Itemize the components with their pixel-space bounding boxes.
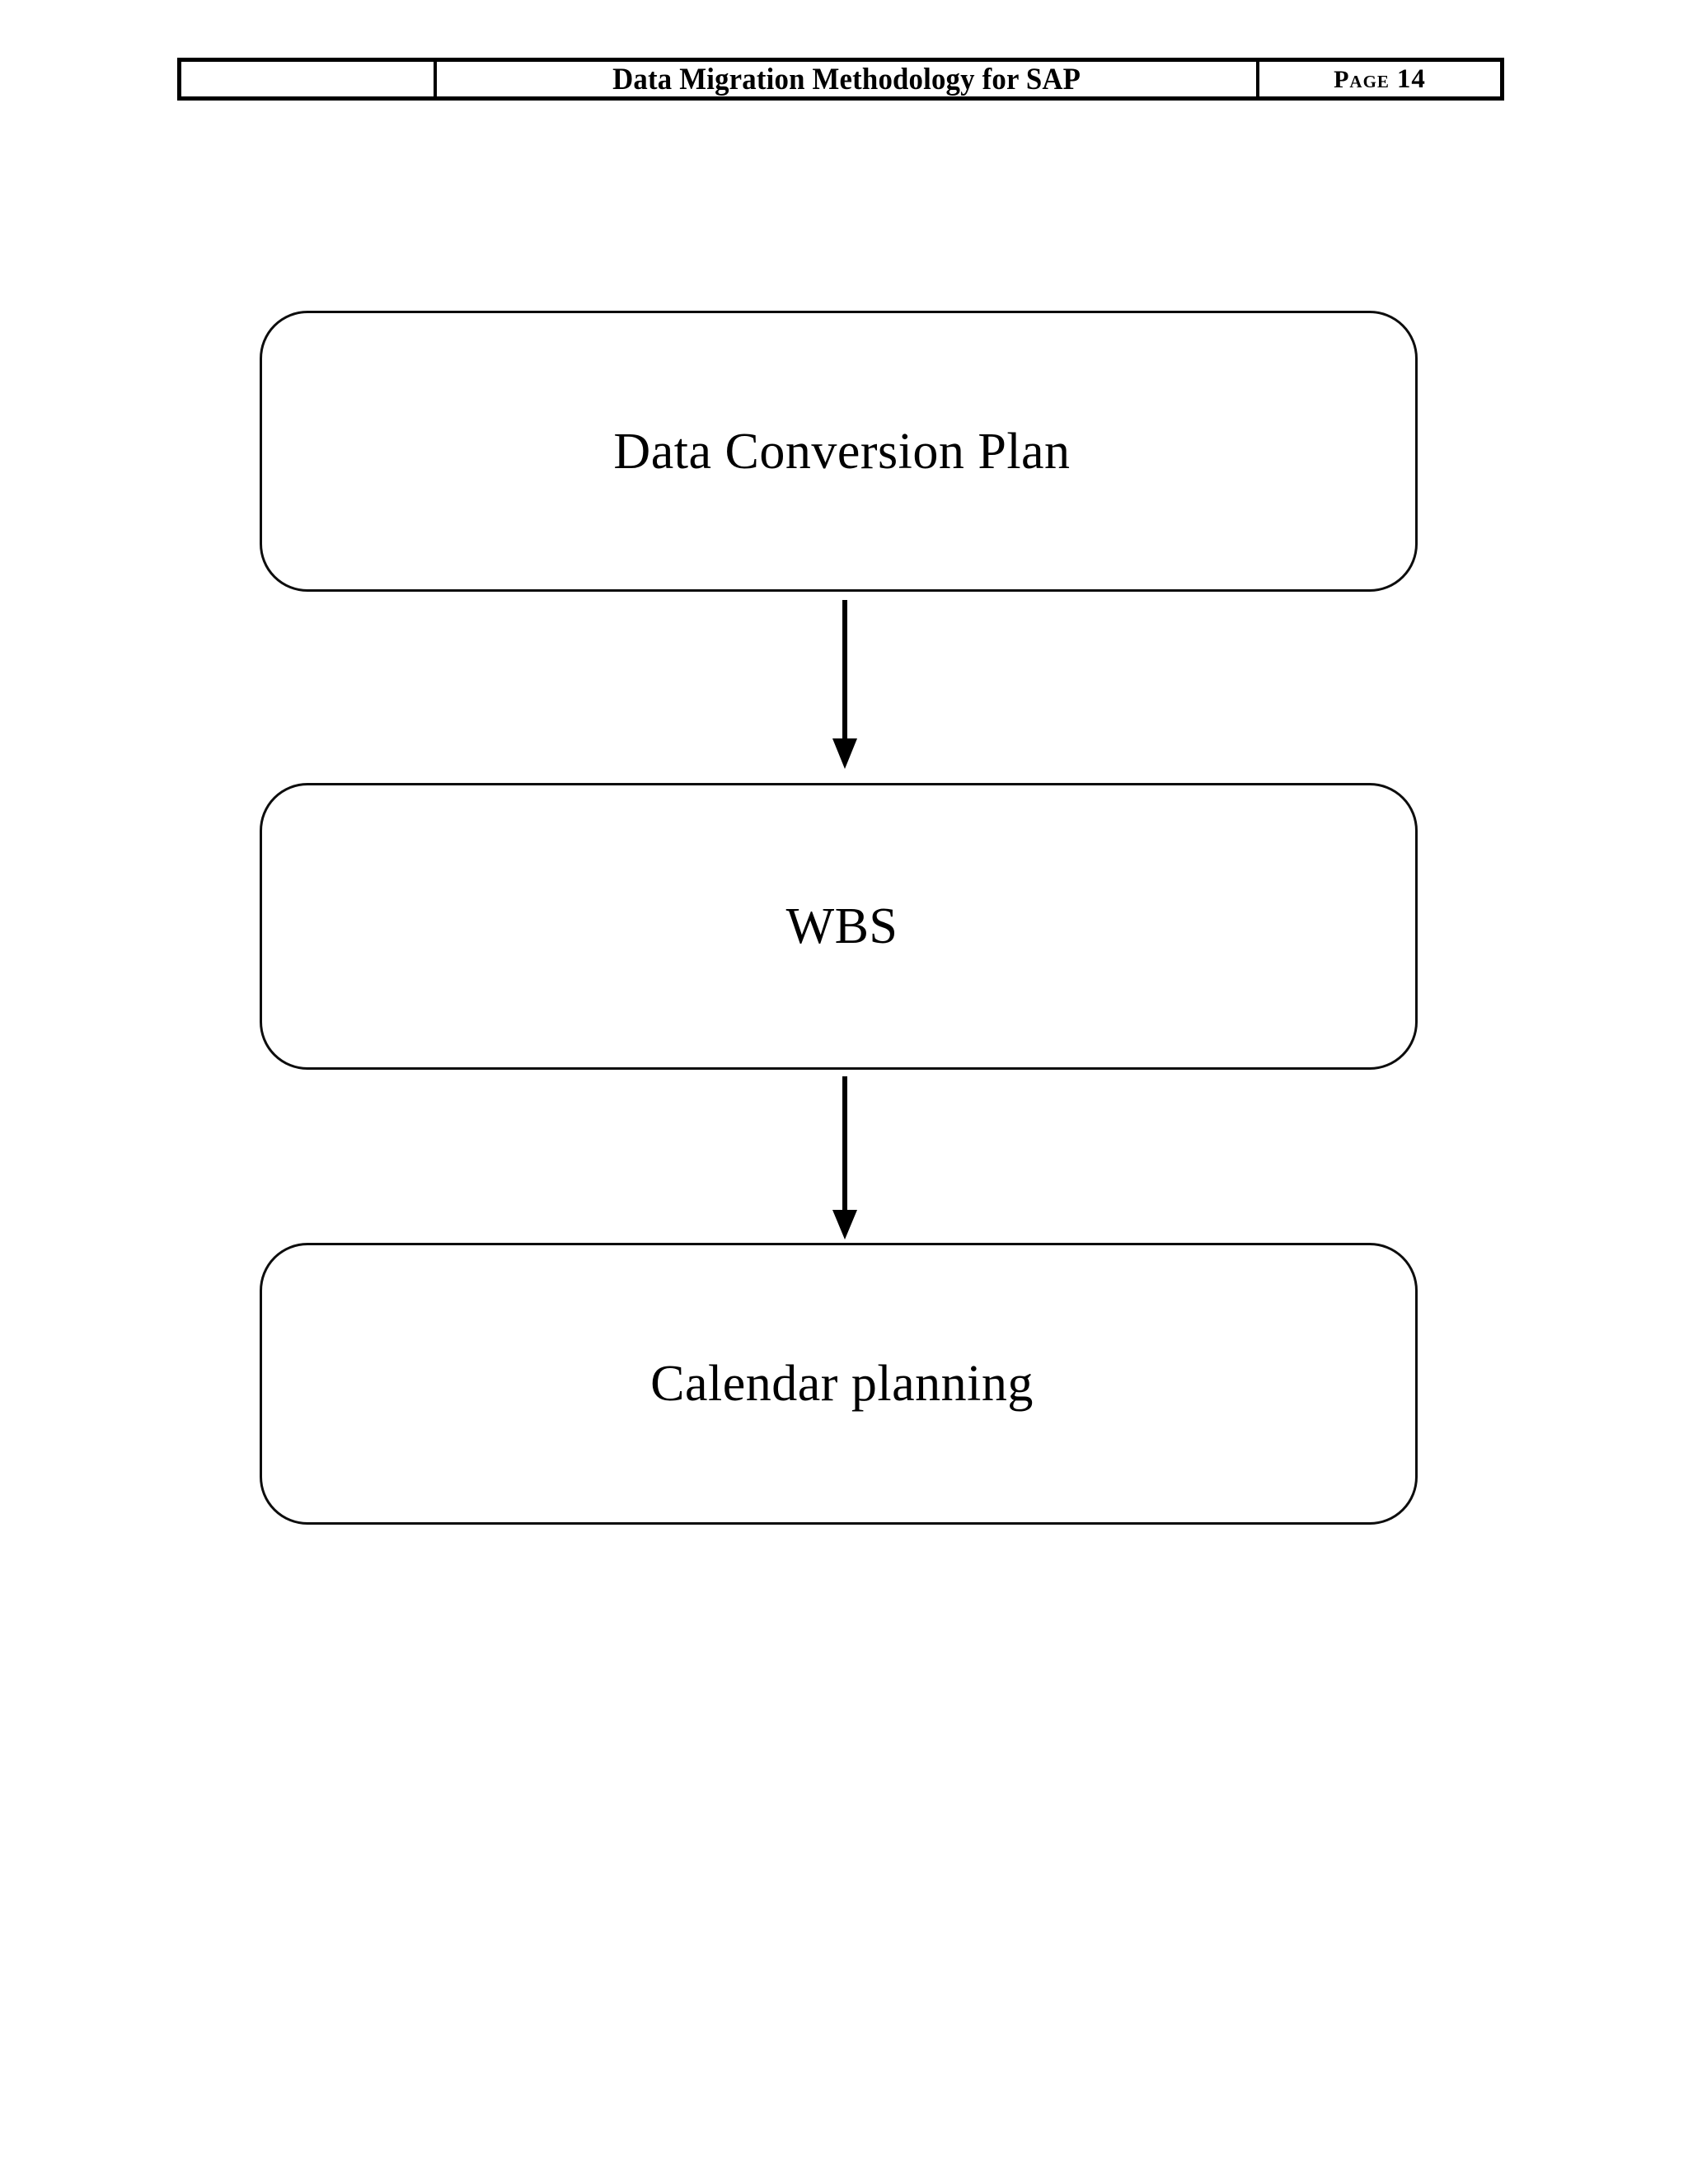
flow-node-calendar-planning: Calendar planning — [260, 1243, 1418, 1525]
flow-node-label: Data Conversion Plan — [613, 423, 1071, 480]
arrow-down-icon — [832, 600, 857, 769]
arrow-down-icon — [832, 1076, 857, 1240]
flow-node-wbs: WBS — [260, 783, 1418, 1070]
flow-node-label: WBS — [785, 898, 898, 954]
flow-node-label: Calendar planning — [650, 1356, 1034, 1412]
flow-arrow-down-1 — [828, 600, 861, 769]
document-title: Data Migration Methodology for SAP — [612, 62, 1081, 96]
flow-arrow-down-2 — [828, 1076, 861, 1240]
header-cell-left — [181, 62, 437, 96]
header-cell-title: Data Migration Methodology for SAP — [437, 62, 1259, 96]
page-label: Page — [1334, 65, 1390, 93]
flow-node-data-conversion-plan: Data Conversion Plan — [260, 311, 1418, 592]
page-number: 14 — [1396, 63, 1426, 94]
